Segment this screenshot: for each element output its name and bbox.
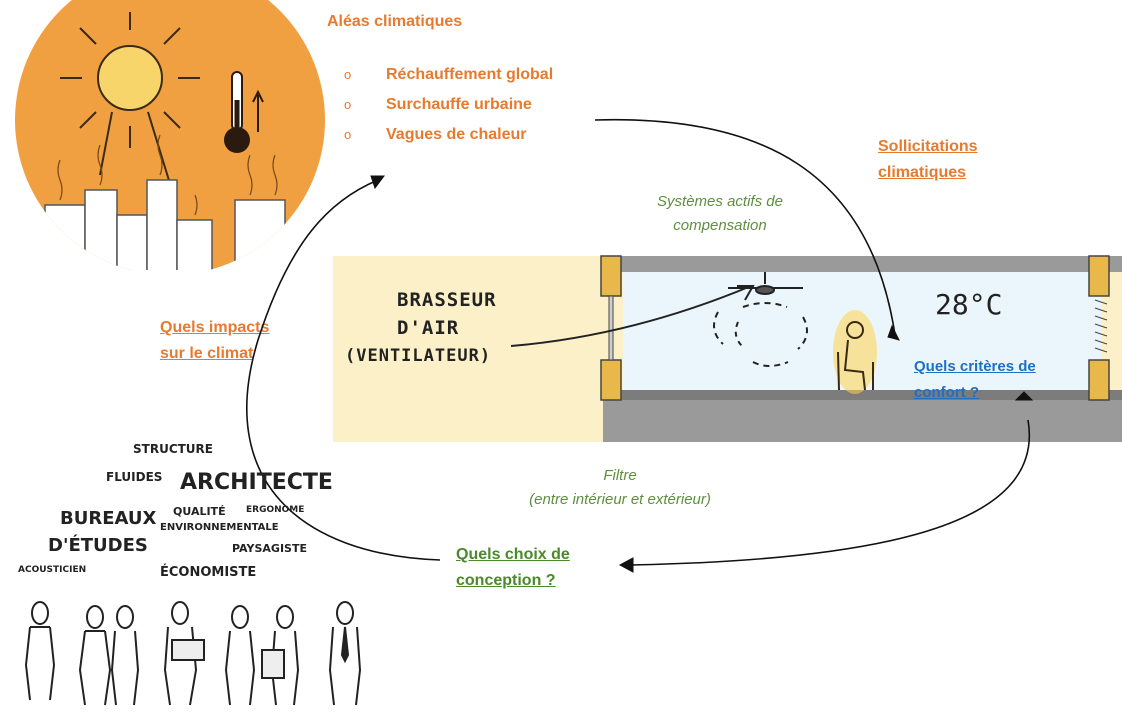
arrow-design-to-hazards [246,179,441,561]
comfort-line1: Quels critères de [914,358,1036,375]
active-systems-line1: Systèmes actifs de [657,193,783,210]
person-icon [224,605,256,706]
filter-line2: (entre intérieur et extérieur) [529,491,711,508]
ceiling-fan-icon [713,272,808,367]
climate-illustration [15,0,325,270]
solicitations-line1: Sollicitations [878,138,978,155]
building-section [333,255,1122,442]
actor-structure: STRUCTURE [133,442,213,456]
comfort-line2: confort ? [914,384,979,401]
impacts-line2: sur le climat [160,345,254,362]
filter-label: Filtre (entre intérieur et extérieur) [490,464,750,512]
actor-etudes: D'ÉTUDES [48,535,148,556]
actors-cloud: STRUCTURE FLUIDES ARCHITECTE QUALITÉ ERG… [0,430,340,590]
person-with-laptop-icon [163,601,205,706]
thermometer-icon [224,71,264,153]
person-with-papers-icon [261,605,300,706]
people-sketch [24,601,362,706]
person-with-tie-icon [328,601,362,706]
actor-ergonome: ERGONOME [246,505,305,515]
arrowhead [887,324,900,341]
active-systems-label: Systèmes actifs de compensation [610,190,830,238]
arrowhead [618,557,634,573]
arrowhead [1014,391,1034,401]
actor-bureaux: BUREAUX [60,508,157,529]
filter-line1: Filtre [603,467,637,484]
design-line2: conception ? [456,572,556,589]
fan-label: BRASSEUR D'AIR (VENTILATEUR) [345,286,497,370]
fan-label-line2: D'AIR [397,317,460,339]
arrow-hazards-to-room [594,118,896,336]
solicitations-label: Sollicitations climatiques [878,134,978,186]
person-icon [78,605,112,706]
person-icon [110,605,140,706]
actor-economiste: ÉCONOMISTE [160,565,257,580]
actor-qualite: QUALITÉ [173,505,226,518]
hazards-title: Aléas climatiques [327,13,463,30]
room-temperature: 28°C [935,288,1003,321]
sun-icon [60,12,200,201]
actor-fluides: FLUIDES [106,470,163,484]
comfort-label: Quels critères de confort ? [914,354,1036,406]
actor-architecte: ARCHITECTE [180,470,333,495]
impacts-line1: Quels impacts [160,319,270,336]
actor-acousticien: ACOUSTICIEN [18,565,87,575]
fan-label-line3: (VENTILATEUR) [345,346,492,366]
actor-paysagiste: PAYSAGISTE [232,542,307,555]
active-systems-line2: compensation [673,217,767,234]
arrow-comfort-to-design [627,419,1031,566]
fan-label-line1: BRASSEUR [397,289,497,311]
arrowhead [370,175,385,190]
actor-environnementale: ENVIRONNEMENTALE [160,522,279,533]
impacts-label: Quels impacts sur le climat [160,315,269,367]
design-line1: Quels choix de [456,546,570,563]
design-label: Quels choix de conception ? [456,542,570,594]
person-icon [24,601,56,701]
solicitations-line2: climatiques [878,164,967,181]
seated-person-icon [833,310,877,394]
